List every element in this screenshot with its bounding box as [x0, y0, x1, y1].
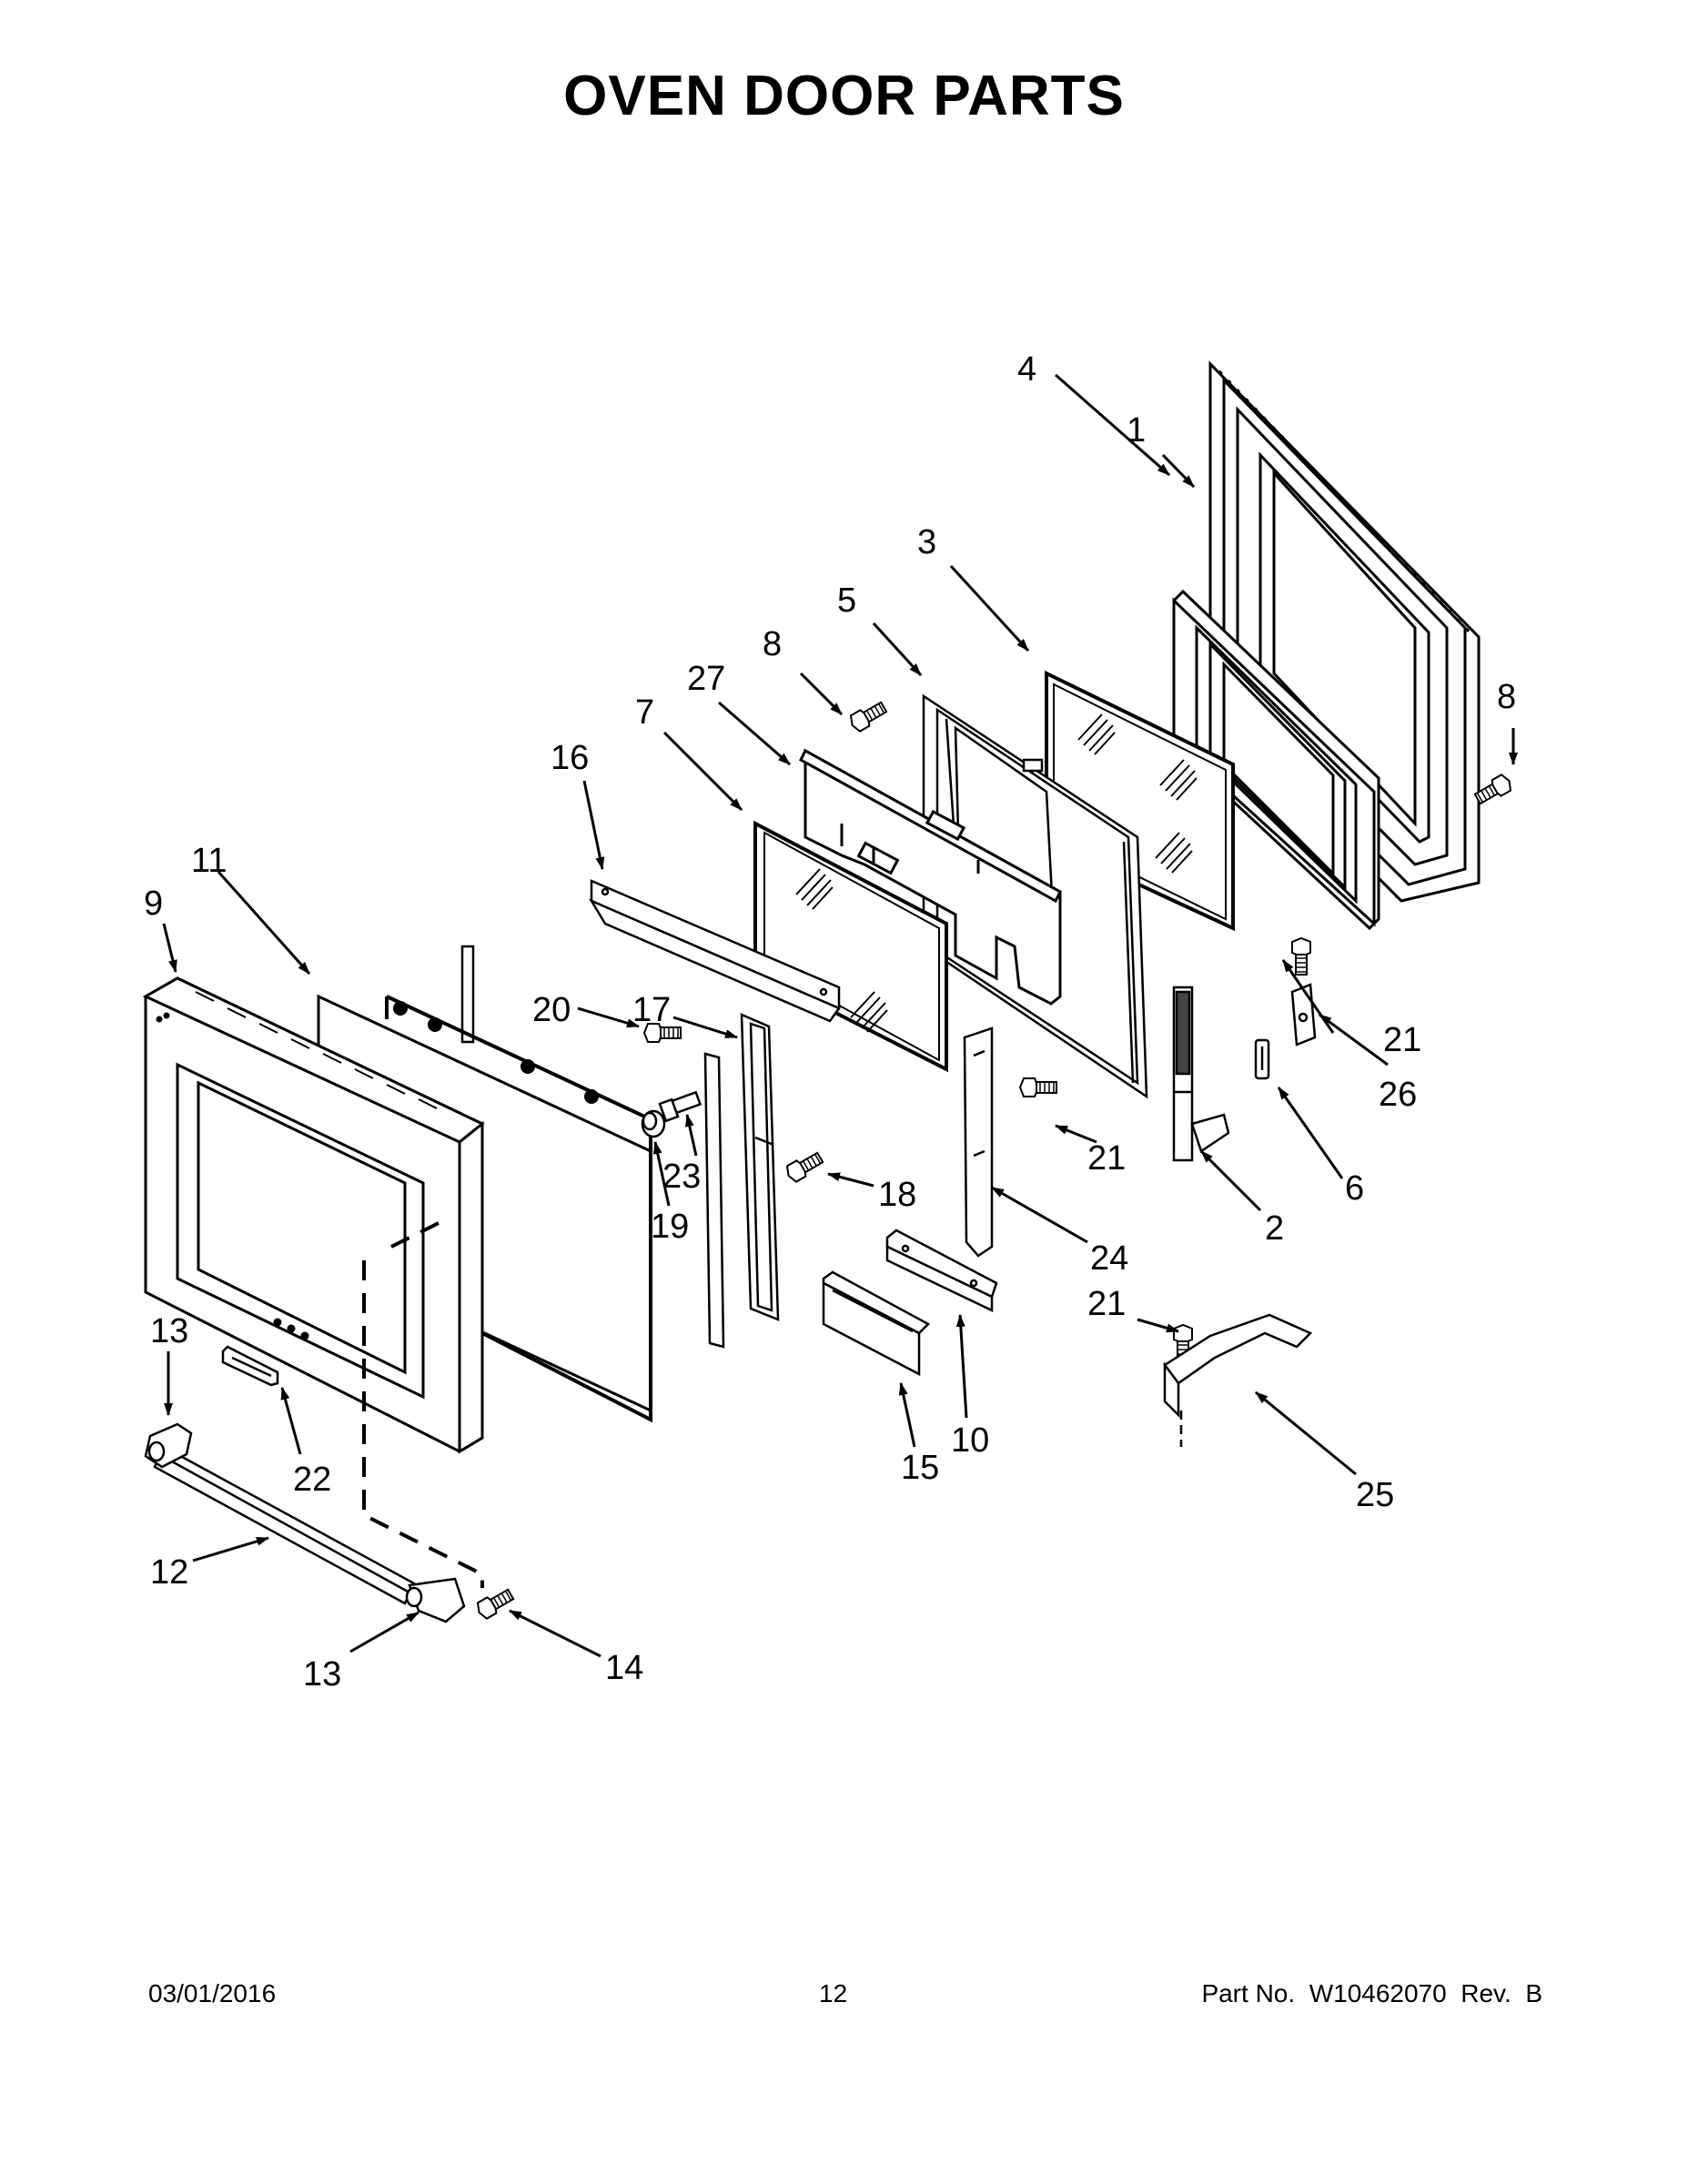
callout-17: 17	[632, 991, 671, 1029]
callout-5: 5	[837, 581, 856, 620]
callout-8-left: 8	[763, 625, 782, 663]
callout-21-upper: 21	[1383, 1021, 1421, 1059]
footer-date: 03/01/2016	[148, 1979, 277, 2007]
callout-arrow-icon	[872, 622, 923, 677]
callout-25: 25	[1356, 1476, 1394, 1514]
part-24-hinge-bracket	[965, 1028, 992, 1256]
part-16-top-channel	[591, 881, 839, 1021]
callout-10: 10	[951, 1421, 989, 1460]
callout-3: 3	[917, 523, 936, 561]
callout-arrow-icon	[799, 672, 844, 716]
screw-icon	[1291, 937, 1311, 976]
part-15-bracket	[824, 1272, 928, 1374]
callout-arrow-icon	[684, 1114, 698, 1157]
part-25-door-stop	[1165, 1315, 1310, 1447]
part-26-hinge-receptacle	[1292, 985, 1315, 1045]
callout-24: 24	[1090, 1239, 1128, 1278]
callout-18: 18	[878, 1176, 916, 1214]
callout-arrow-icon	[1255, 1390, 1357, 1476]
callout-6: 6	[1345, 1169, 1364, 1208]
callout-arrow-icon	[718, 701, 791, 766]
part-9-outer-door	[146, 978, 482, 1451]
part-27-insulation-shield	[801, 751, 1060, 1004]
callout-15: 15	[901, 1449, 939, 1487]
callout-16: 16	[551, 739, 589, 777]
callout-arrow-icon	[1055, 373, 1170, 477]
callout-arrow-icon	[955, 1314, 968, 1419]
callout-arrow-icon	[280, 1387, 302, 1455]
footer-part-number: Part No. W10462070 Rev. B	[1201, 1979, 1542, 2007]
callout-arrow-icon	[162, 923, 177, 973]
callout-13-upper: 13	[150, 1312, 188, 1350]
screw-icon	[783, 1148, 826, 1185]
part-11-gasket	[387, 996, 651, 1420]
part-13-handle-end-cap-left	[146, 1424, 191, 1467]
part-23-bolt	[660, 1092, 700, 1120]
callout-arrow-icon	[991, 1186, 1088, 1244]
screw-icon	[473, 1585, 517, 1622]
part-23-seal-strip	[705, 1054, 723, 1347]
part-11-vertical-strip	[462, 946, 473, 1042]
callout-arrow-icon	[582, 780, 605, 870]
part-12-handle	[155, 1447, 414, 1603]
callout-26: 26	[1379, 1076, 1417, 1114]
callout-2: 2	[1265, 1209, 1284, 1248]
callout-arrow-icon	[1137, 1318, 1179, 1333]
callout-9: 9	[144, 885, 163, 923]
callout-27: 27	[687, 660, 725, 698]
callout-14: 14	[605, 1649, 643, 1687]
callout-7: 7	[635, 693, 654, 732]
part-22-badge	[223, 1347, 278, 1385]
callout-19: 19	[651, 1208, 689, 1246]
callout-21-middle: 21	[1087, 1139, 1126, 1178]
callout-arrow-icon	[662, 731, 743, 812]
footer-page-number: 12	[819, 1979, 848, 2007]
callout-arrow-icon	[898, 1382, 916, 1448]
callout-8-right: 8	[1497, 678, 1516, 716]
callout-arrow-icon	[577, 1006, 640, 1028]
part-7-middle-glass	[755, 824, 946, 1069]
part-10-bracket	[887, 1230, 996, 1310]
callout-arrow-icon	[192, 1536, 269, 1562]
part-6-hinge-clip	[1256, 1040, 1269, 1078]
callout-arrow-icon	[672, 1016, 738, 1039]
callout-arrow-icon	[949, 564, 1030, 652]
part-17-side-channel	[742, 1015, 778, 1320]
callout-arrow-icon	[1055, 1124, 1097, 1144]
callout-13-lower: 13	[303, 1655, 341, 1694]
callout-4: 4	[1017, 350, 1036, 389]
callout-12: 12	[150, 1553, 188, 1592]
callout-arrow-icon	[349, 1611, 419, 1653]
page-title: OVEN DOOR PARTS	[563, 65, 1125, 127]
callout-arrow-icon	[652, 1141, 671, 1207]
callout-23: 23	[662, 1158, 701, 1196]
callout-20: 20	[532, 991, 571, 1029]
callout-arrow-icon	[1319, 1013, 1389, 1067]
callout-labels: 1 4 3 5 8 8 27 7 16 11 9 20 17 21 26 21 …	[144, 350, 1516, 1694]
callout-arrow-icon	[827, 1172, 874, 1188]
part-13-handle-end-cap-right	[407, 1579, 464, 1622]
part-2-hinge	[1174, 987, 1228, 1160]
callout-arrow-icon	[509, 1609, 601, 1658]
screw-icon	[1019, 1077, 1057, 1097]
callout-22: 22	[293, 1461, 331, 1499]
leader-arrows	[162, 373, 1518, 1658]
mounting-dashed-lines	[362, 1218, 484, 1588]
callout-arrow-icon	[1277, 1087, 1344, 1179]
callout-11: 11	[191, 842, 227, 880]
screw-icon	[846, 698, 890, 734]
callout-arrow-icon	[1199, 1149, 1262, 1212]
callout-arrow-icon	[1161, 453, 1196, 489]
callout-1: 1	[1127, 411, 1146, 450]
callout-21-lower: 21	[1087, 1285, 1126, 1323]
part-19-nut	[642, 1111, 664, 1137]
callout-arrow-icon	[217, 871, 311, 975]
vent-slots	[196, 992, 437, 1108]
